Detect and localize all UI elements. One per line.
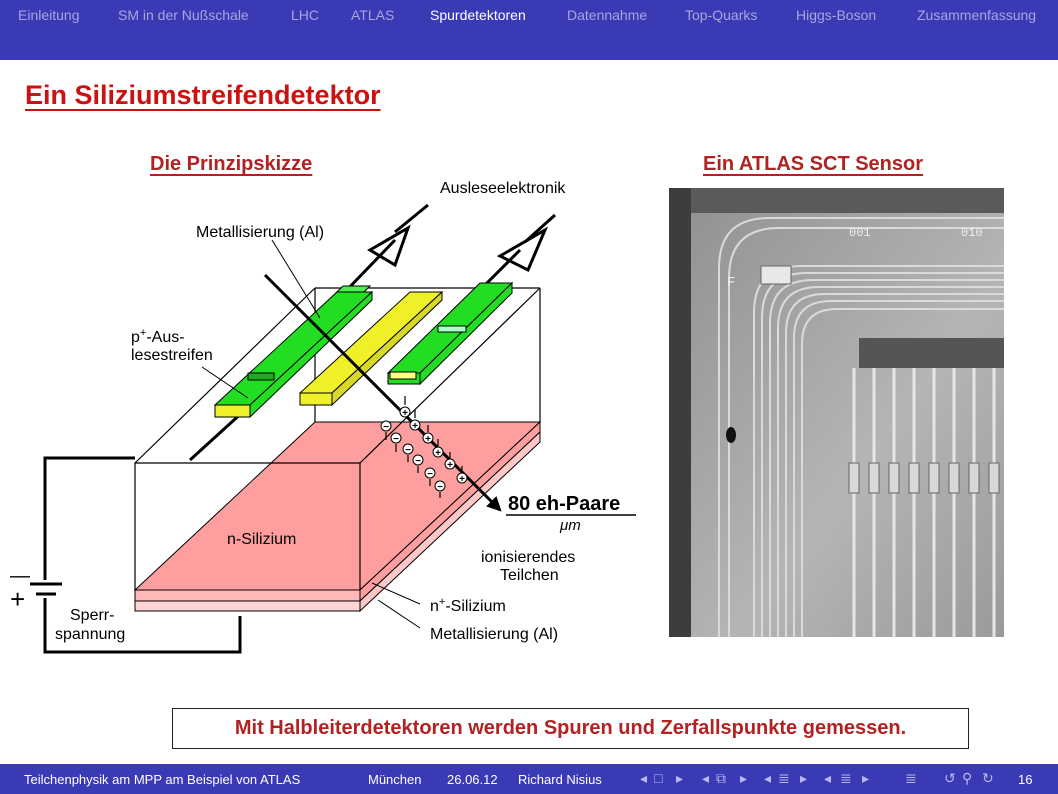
readout-label: Auslese­elektronik	[440, 180, 566, 197]
nplus-layer	[134, 589, 361, 602]
pair-rate-label: 80 eh-Paare	[508, 493, 620, 515]
photo-label-001: 001	[849, 226, 871, 240]
hole: +	[402, 408, 408, 419]
nav-item-higgs-boson[interactable]: Higgs-Boson	[796, 7, 877, 23]
footer-date: 26.06.12	[447, 772, 498, 787]
nav-prev-frame-icon[interactable]: ◂	[640, 770, 648, 786]
metal-top-label: Metallisierung (Al)	[196, 224, 324, 241]
particle-track	[263, 273, 502, 512]
hole: +	[412, 421, 418, 432]
nav-item-einleitung[interactable]: Einleitung	[18, 7, 80, 23]
strips-label-2: lesestreifen	[131, 347, 213, 364]
nav-frame-icon[interactable]: □	[654, 770, 663, 786]
particle-label-1: ionisierendes	[481, 549, 575, 566]
bulk-top-face	[133, 421, 542, 591]
nav-item-spurdetektoren[interactable]: Spurdetektoren	[430, 7, 526, 23]
photo-label-010: 010	[961, 226, 983, 240]
nav-item-sm[interactable]: SM in der Nußschale	[118, 7, 249, 23]
summary-box: Mit Halbleiterdetektoren werden Spuren u…	[172, 708, 969, 749]
bulk-label: n-Silizium	[227, 531, 296, 548]
hole: +	[425, 434, 431, 445]
hole: +	[447, 460, 453, 471]
bias-circuit	[30, 456, 242, 654]
hole: +	[459, 474, 465, 485]
bias-label-1: Sperr-	[70, 607, 114, 624]
nav-prev-subsection-icon[interactable]: ◂	[824, 770, 832, 786]
sct-sensor-photo: 001 010 F	[669, 188, 1004, 637]
nav-slide-icon[interactable]: ⧉	[716, 770, 726, 786]
dust-particle	[726, 427, 736, 443]
slide-title: Ein Siliziumstreifendetektor	[25, 80, 381, 110]
readout-strips	[213, 281, 514, 419]
strips-label-1: p+-Aus-	[131, 327, 185, 346]
electron: −	[427, 469, 433, 480]
photo-label-f: F	[727, 275, 735, 291]
nav-prev-section-icon[interactable]: ◂	[764, 770, 772, 786]
nav-next-frame-icon[interactable]: ▸	[676, 770, 684, 786]
right-heading: Ein ATLAS SCT Sensor	[703, 153, 924, 175]
electron: −	[437, 482, 443, 493]
nav-section-icon[interactable]: ≣	[778, 770, 790, 786]
amplifier-icons	[367, 224, 549, 273]
nav-item-lhc[interactable]: LHC	[291, 7, 320, 23]
electron: −	[405, 445, 411, 456]
metal-bottom-layer	[134, 600, 361, 612]
electron: −	[383, 422, 389, 433]
amplifier-outputs	[394, 203, 557, 244]
nav-back-icon[interactable]: ↺	[944, 770, 956, 786]
bias-label-2: spannung	[55, 626, 125, 643]
nav-item-zusammenfassung[interactable]: Zusammenfassung	[917, 7, 1037, 23]
nav-prev-slide-icon[interactable]: ◂	[702, 770, 710, 786]
hole: +	[435, 448, 441, 459]
top-navigation-bar: Einleitung SM in der Nußschale LHC ATLAS…	[0, 0, 1058, 60]
left-heading: Die Prinzipskizze	[150, 153, 313, 175]
footer-page-number: 16	[1018, 772, 1033, 787]
footer-author: Richard Nisius	[518, 772, 602, 787]
electron: −	[393, 434, 399, 445]
nav-subsection-icon[interactable]: ≣	[840, 770, 852, 786]
nav-item-top-quarks[interactable]: Top-Quarks	[685, 7, 758, 23]
nav-forward-icon[interactable]: ↻	[982, 770, 994, 786]
nav-item-datennahme[interactable]: Datennahme	[567, 7, 648, 23]
minus-sign: —	[10, 565, 30, 587]
nav-next-subsection-icon[interactable]: ▸	[862, 770, 870, 786]
metal-bottom-label: Metallisierung (Al)	[430, 626, 558, 643]
nav-search-icon[interactable]: ⚲	[962, 770, 973, 786]
nav-next-section-icon[interactable]: ▸	[800, 770, 808, 786]
nplus-label: n+-Silizium	[430, 596, 506, 615]
nav-next-slide-icon[interactable]: ▸	[740, 770, 748, 786]
plus-sign: +	[10, 584, 25, 614]
particle-label-2: Teilchen	[500, 567, 559, 584]
leader-lines	[201, 239, 421, 629]
footer-bar: Teilchenphysik am MPP am Beispiel von AT…	[0, 764, 1058, 794]
nav-item-atlas[interactable]: ATLAS	[351, 7, 395, 23]
nav-outline-icon[interactable]: ≣	[905, 770, 917, 786]
footer-course: Teilchenphysik am MPP am Beispiel von AT…	[24, 772, 301, 787]
electron: −	[415, 456, 421, 467]
charge-carriers: + + + + + + − − − − − −	[380, 396, 468, 498]
particle-arrowhead	[486, 496, 502, 512]
footer-place: München	[368, 772, 422, 787]
pair-rate-unit: μm	[559, 517, 581, 534]
